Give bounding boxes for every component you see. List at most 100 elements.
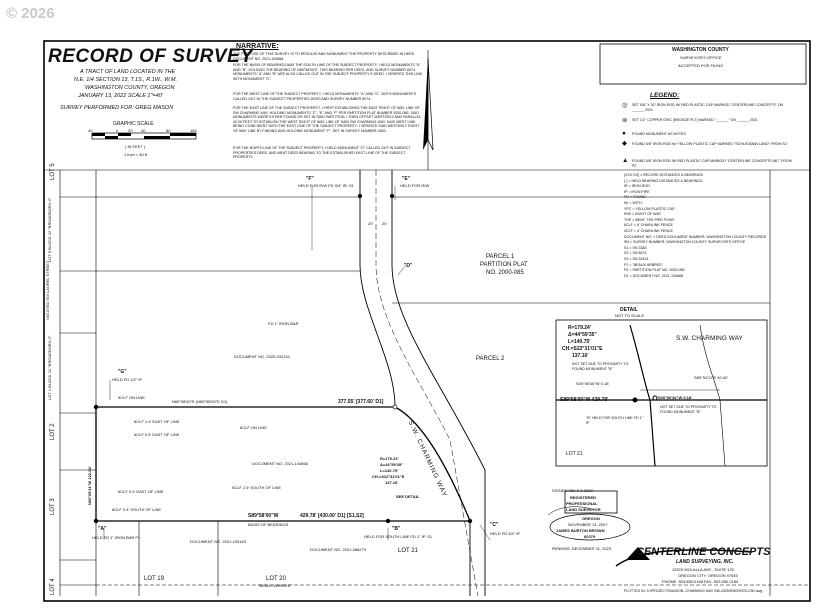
county-box (599, 43, 807, 85)
title-line-1: A TRACT OF LAND LOCATED IN THE (80, 69, 176, 75)
narrative-paragraph: FOR THE EAST LINE OF THE SUBJECT PROPERT… (233, 106, 421, 133)
beaux-arbres-label: "BEAUX ARBRES" (258, 583, 292, 588)
narrative-paragraph: FOR THE NORTH LINE OF THE SUBJECT PROPER… (233, 146, 411, 160)
scale-tick: 0 (116, 128, 119, 133)
document-number: DOCUMENT NO. 2021-068273 (310, 547, 366, 552)
north-line-distance: 377.55' [377.60' D1] (338, 399, 384, 405)
monument-g-label: "G" (118, 369, 127, 375)
document-number: DOCUMENT NO. 2020-031241 (234, 354, 290, 359)
detail-offset-label: S00°06'46"W 0.18' (658, 395, 693, 400)
county-accepted: ACCEPTED FOR FILING (678, 63, 724, 68)
legend-item: FOUND 5/8" IRON ROD W/ YELLOW PLASTIC CA… (632, 142, 787, 146)
monument-c-note: HELD FD 3/4" IP (490, 531, 521, 536)
company-name: CENTERLINE CONCEPTS (636, 546, 771, 558)
company-address-2: OREGON CITY, OREGON 97045 (678, 573, 738, 578)
survey-title: RECORD OF SURVEY (48, 46, 254, 67)
company-phone: PHONE: 503.650.0188 FAX: 503.650.0189 (662, 579, 739, 584)
lot-19-label: LOT 19 (144, 576, 164, 582)
detail-note: NOT SET DUE TO PROXIMITY TO FOUND MONUME… (572, 362, 629, 371)
stamp-number: 60379 (584, 534, 596, 539)
curve-data: R=179.24' (380, 456, 399, 461)
detail-heading: DETAIL (620, 307, 638, 313)
fence-note: 6CLF ON LINE (240, 425, 267, 430)
abbreviation-item: S2 = SN 8074 (624, 251, 647, 256)
found-yellow-cap-icon: ◆ (622, 140, 627, 147)
parcel-1-label: PARCEL 1 (486, 254, 515, 260)
lot-label: LOT 1 BLOCK 12 "BROADBORN 2" (47, 335, 52, 400)
south-line-bearing: S89°58'00"W (248, 513, 279, 519)
north-line-bearing: N89°58'00"E (N89°58'00"E D1) (172, 399, 228, 404)
narrative-paragraph: THE PURPOSE OF THIS SURVEY IS TO RESOLVE… (233, 52, 415, 61)
abbreviation-item: R/W = RIGHT OF WAY (624, 212, 661, 217)
scale-tick: 80 (166, 128, 171, 133)
scale-unit-2: 1 inch = 40 ft. (124, 152, 149, 157)
graphic-scale-label: GRAPHIC SCALE (113, 121, 154, 127)
fence-note: 6CLF 1.9' EAST OF LINE (134, 419, 180, 424)
stamp-land-surveyor: LAND SURVEYOR (566, 507, 601, 512)
lot-label: LOT 4 (50, 578, 56, 595)
found-monument-icon: ● (622, 130, 626, 137)
found-red-cap-icon: ▲ (622, 157, 629, 164)
county-name: WASHINGTON COUNTY (672, 47, 729, 53)
abbreviation-item: 6CLF = 6' CHAINLINK FENCE (624, 223, 673, 228)
abbreviation-item: P2 = PARTITION PLAT NO. 2000-085 (624, 268, 685, 273)
basis-of-bearings: BASIS OF BEARINGS (248, 522, 289, 527)
subject-boundary (95, 406, 471, 522)
stamp-professional: PROFESSIONAL (566, 501, 598, 506)
detail-offset: S00°06'46"W 0.18' (576, 381, 610, 386)
lot-label: LOT 5 (50, 163, 56, 180)
scale-tick: 20 (128, 128, 133, 133)
set-rod-icon: ◎ (622, 102, 628, 109)
monument-a-note: HELD FD 1" IRON BAR P1 (92, 535, 141, 540)
south-line-distance: 429.78' [430.00' D1] [S1,S2] (300, 513, 364, 519)
abbreviation-item: S3 = SN 33431 (624, 257, 649, 261)
abbreviation-item: P1 = "BEAUX ARBRES" (624, 262, 663, 267)
set-disc-icon: ⊚ (622, 117, 628, 124)
leader-lines (103, 186, 491, 541)
narrative-paragraph: FOR THE WEST LINE OF THE SUBJECT PROPERT… (233, 92, 417, 101)
sheet-border (43, 40, 811, 602)
detail-held-b: "B" HELD FOR SOUTH LINE FD 1" IP (586, 416, 643, 425)
stamp-renews: RENEWS: DECEMBER 31, 2023 (552, 546, 612, 551)
parcel-1-label: NO. 2000-085 (486, 270, 524, 276)
fence-note: 6CLF 0.4' SOUTH OF LINE (112, 507, 161, 512)
monument-c-label: "C" (490, 522, 499, 528)
lot-21-label: LOT 21 (398, 548, 418, 554)
abbreviation-item: DOCUMENT NO. = DEED DOCUMENT NUMBER, WAS… (624, 234, 767, 239)
abbreviation-item: TOP = BENT, TEE PIPE POINT (624, 217, 675, 222)
abbreviation-item: W/ = WITH (624, 201, 642, 205)
fence-note: 6CLF 0.9' EAST OF LINE (118, 489, 164, 494)
county-office: SURVEYOR'S OFFICE (680, 55, 722, 60)
scale-unit-1: ( IN FEET ) (125, 144, 146, 149)
stamp-state: OREGON (582, 516, 600, 521)
detail-road-name: S.W. CHARMING WAY (676, 335, 743, 342)
fence-note: 5CLF ON LINE (118, 395, 145, 400)
legend-item: SET 1/2" COPPER DISC (BRONZE PLT) MARKED… (632, 118, 758, 122)
legend-item: FOUND 5/8" IRON ROD W/ RED PLASTIC CAP M… (632, 159, 792, 168)
monument-symbols (93, 194, 473, 524)
company-subtitle: LAND SURVEYING, INC. (676, 559, 734, 565)
fence-note: 6CLF 2.6' SOUTH OF LINE (232, 485, 281, 490)
stamp-name: JAMES BURTON BROWN (556, 528, 605, 533)
scale-tick: 160 (190, 128, 197, 133)
parcel-1-label: PARTITION PLAT (480, 262, 528, 268)
road-width: 20' (382, 221, 388, 226)
monument-d-label: "D" (404, 263, 413, 269)
monument-e-note: HELD FOR R/W (400, 183, 430, 188)
document-number: DOCUMENT NO. 2021-100163 (190, 539, 246, 544)
title-line-2: N.E. 1/4 SECTION 13, T.1S., R.1W., W.M. (74, 77, 177, 83)
lot-label: VACATED SW LAUREL STREET (45, 260, 50, 320)
north-arrow-icon (423, 50, 434, 170)
curve-data: L=140.75' (380, 468, 398, 473)
monument-b-label: "B" (392, 526, 401, 532)
abbreviation-item: D1 = DOCUMENT NO. 2021-104668 (624, 273, 683, 278)
abbreviation-item: SN = SURVEY NUMBER, WASHINGTON COUNTY SU… (624, 240, 746, 245)
scale-tick: 40 (88, 128, 93, 133)
watermark-text: © 2026 (6, 5, 55, 22)
narrative-paragraph: FOR THE BASIS OF BEARINGS AND THE SOUTH … (233, 63, 423, 81)
monument-e-label: "E" (402, 176, 411, 182)
parcel-2-label: PARCEL 2 (476, 356, 505, 362)
road-width: 20' (368, 221, 374, 226)
title-line-4: JANUARY 13, 2022 SCALE 1"=40' (78, 93, 163, 99)
document-number: DOCUMENT NO. 2021-104668 (252, 461, 308, 466)
